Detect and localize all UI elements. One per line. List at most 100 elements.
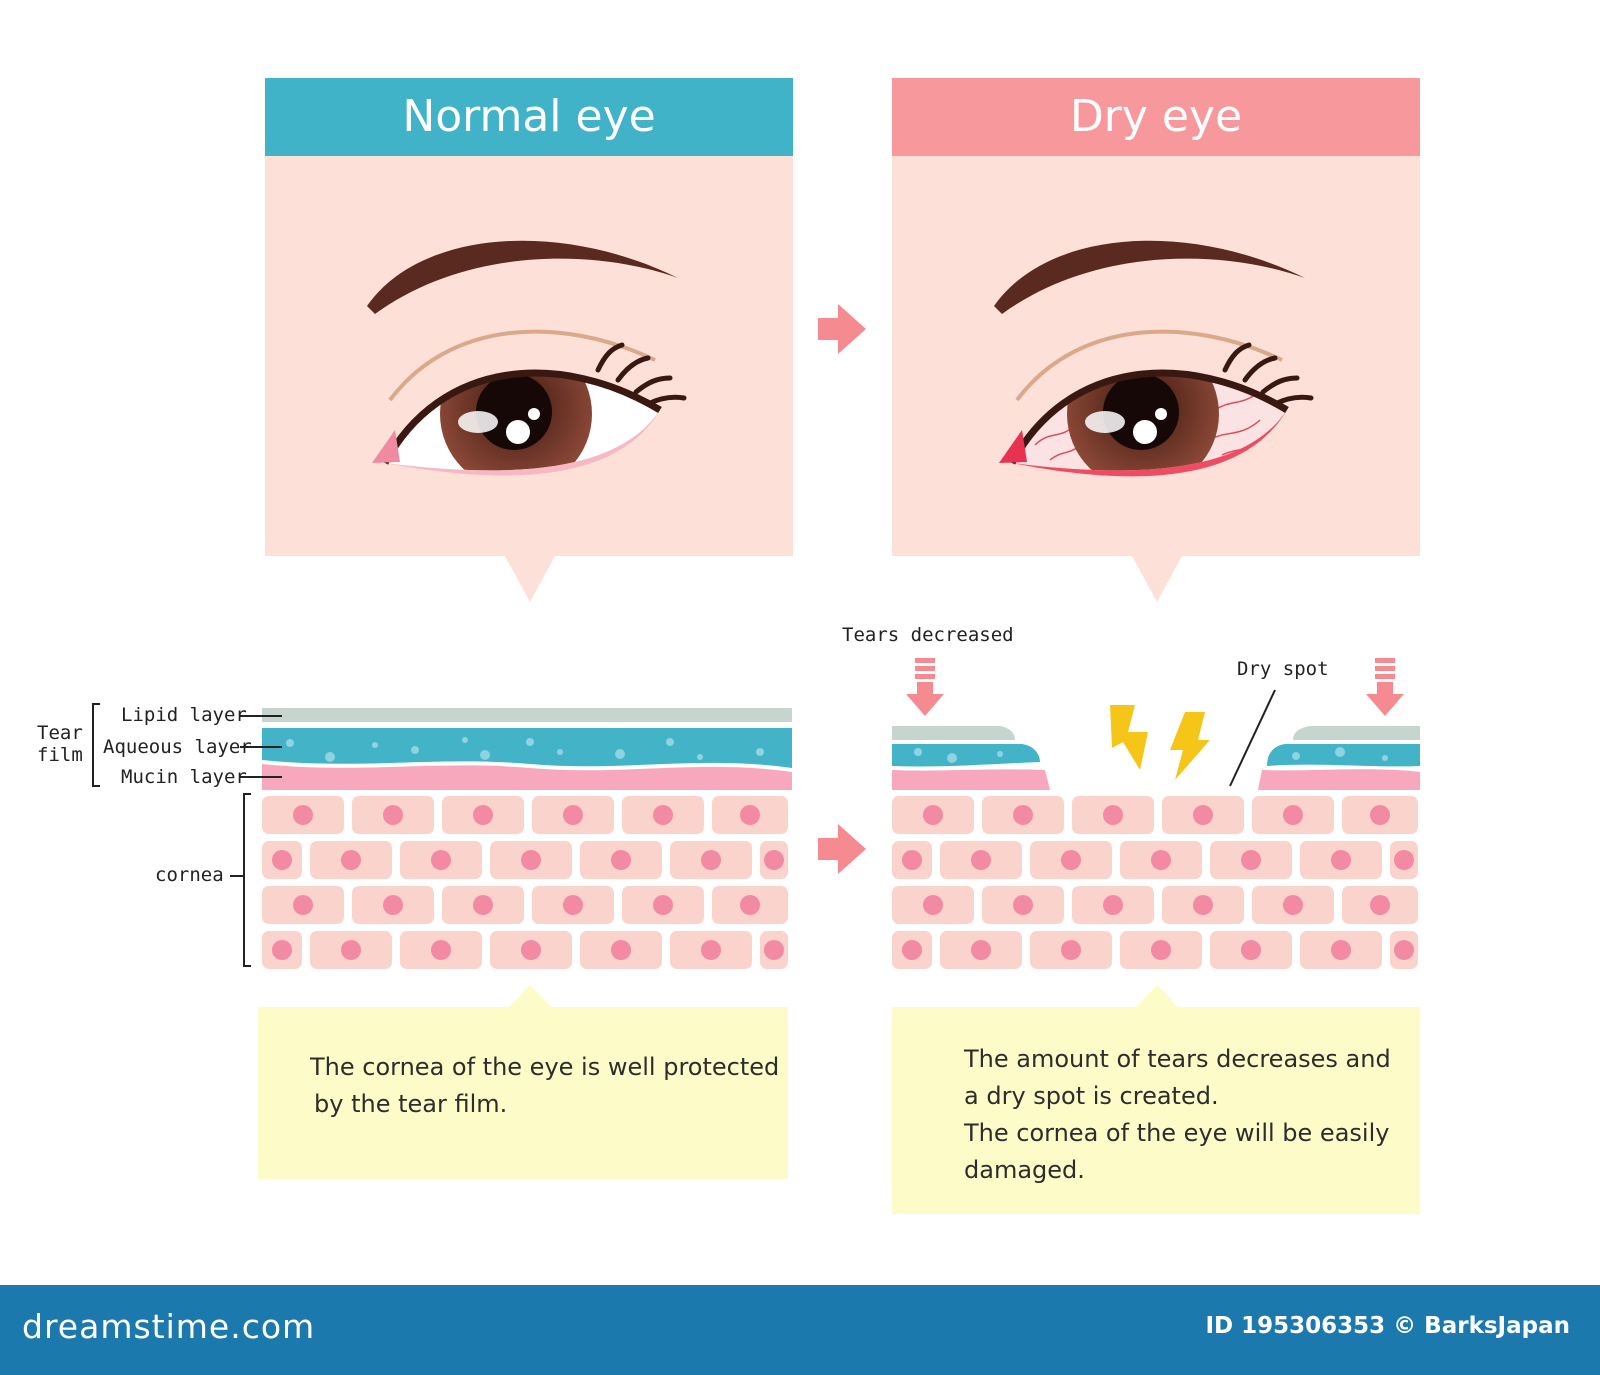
footer-bar: dreamstime.com ID 195306353 © BarksJapan [0, 1285, 1600, 1375]
mucin-layer-label: Mucin layer [121, 766, 247, 788]
cell-nucleus [1061, 850, 1081, 870]
cell-nucleus [611, 850, 631, 870]
cell-nucleus [1283, 895, 1303, 915]
aqueous-layer-label: Aqueous layer [103, 736, 252, 758]
dry-eye-title: Dry eye [892, 78, 1420, 156]
cornea-bracket [243, 793, 251, 967]
cell-nucleus [764, 850, 784, 870]
cell-nucleus [1370, 895, 1390, 915]
cell-nucleus [740, 895, 760, 915]
inner-corner [372, 430, 400, 463]
pupil [476, 374, 552, 450]
normal-eye-illustration [367, 240, 687, 476]
lower-lid [1012, 410, 1287, 477]
highlight-dot [1155, 408, 1167, 420]
cell-nucleus [431, 940, 451, 960]
cell-nucleus [740, 805, 760, 825]
down-arrow-icon [906, 658, 944, 716]
normal-cross-section [262, 708, 792, 969]
cell-nucleus [563, 805, 583, 825]
cell-nucleus [1013, 805, 1033, 825]
cell-nucleus [383, 805, 403, 825]
lipid-layer-label: Lipid layer [121, 704, 247, 726]
lower-lid [385, 410, 660, 476]
diagram-canvas [92, 240, 1420, 1008]
tears-decreased-label: Tears decreased [842, 624, 1014, 646]
eyelashes [595, 342, 687, 407]
cell-nucleus [923, 895, 943, 915]
dry-eye-illustration [994, 240, 1314, 477]
cell-nucleus [1331, 940, 1351, 960]
mucin-layer-right [1258, 769, 1420, 790]
highlight [458, 411, 498, 433]
cell-nucleus [923, 805, 943, 825]
dry-caption-box: The amount of tears decreases and a dry … [892, 1007, 1420, 1214]
cell-nucleus [971, 940, 991, 960]
dry-caption-line2: a dry spot is created. [964, 1082, 1219, 1110]
dry-spot-leader-line [1229, 689, 1276, 787]
cell-nucleus [1283, 805, 1303, 825]
arrow-right-icon [818, 304, 866, 354]
normal-eye-panel [265, 78, 793, 556]
lipid-layer [262, 708, 792, 722]
cell-nucleus [1151, 940, 1171, 960]
cell-nucleus [521, 850, 541, 870]
aqueous-bubbles [286, 737, 764, 762]
cell-nucleus [1394, 940, 1414, 960]
dry-callout-pointer [1135, 985, 1179, 1008]
dry-caption-line4: damaged. [964, 1156, 1085, 1184]
cornea-label: cornea [155, 864, 224, 886]
lipid-layer-right [1293, 726, 1420, 740]
pupil [1103, 374, 1179, 450]
aqueous-layer-left [892, 744, 1040, 767]
cell-nucleus [1061, 940, 1081, 960]
eyelashes [1222, 342, 1314, 407]
highlight-small [1133, 420, 1157, 444]
brand-logo[interactable]: dreamstime.com [22, 1307, 316, 1346]
cell-nucleus [293, 895, 313, 915]
tear-film-bracket [92, 703, 100, 787]
cell-nucleus [1331, 850, 1351, 870]
cell-nucleus [653, 895, 673, 915]
tear-label: Tear [37, 722, 83, 744]
normal-callout-pointer [508, 985, 552, 1008]
dry-caption-line1: The amount of tears decreases and [964, 1045, 1391, 1073]
inner-corner [999, 430, 1027, 463]
cell-nucleus [1370, 805, 1390, 825]
cornea-cells [262, 796, 788, 969]
cell-nucleus [473, 805, 493, 825]
highlight-dot [528, 408, 540, 420]
cell-nucleus [272, 940, 292, 960]
highlight-small [506, 420, 530, 444]
cell-nucleus [341, 940, 361, 960]
cell-nucleus [272, 850, 292, 870]
cell-nucleus [611, 940, 631, 960]
cell-nucleus [1151, 850, 1171, 870]
lipid-layer-left [892, 726, 1015, 740]
normal-caption-line1: The cornea of the eye is well protected [310, 1053, 780, 1081]
cell-nucleus [1394, 850, 1414, 870]
aqueous-layer [262, 728, 792, 768]
cell-nucleus [1103, 805, 1123, 825]
dry-cross-section [892, 658, 1420, 969]
lightning-bolt-icon [1170, 712, 1210, 780]
cell-nucleus [902, 850, 922, 870]
cell-nucleus [971, 850, 991, 870]
normal-eye-title: Normal eye [265, 78, 793, 156]
cell-nucleus [701, 850, 721, 870]
dry-panel-pointer [1132, 556, 1182, 602]
dry-eye-panel [892, 78, 1420, 556]
cell-nucleus [383, 895, 403, 915]
lightning-bolt-icon [1110, 705, 1148, 770]
cell-nucleus [431, 850, 451, 870]
film-label: film [37, 744, 83, 766]
normal-panel-pointer [505, 556, 555, 602]
cell-nucleus [701, 940, 721, 960]
mucin-layer-left [892, 769, 1050, 790]
normal-caption-line2: by the tear film. [314, 1090, 508, 1118]
normal-caption-box: The cornea of the eye is well protected … [258, 1007, 788, 1179]
dry-spot-label: Dry spot [1237, 658, 1329, 680]
cell-nucleus [1193, 805, 1213, 825]
arrow-right-icon [818, 824, 866, 874]
mucin-layer [262, 764, 792, 790]
